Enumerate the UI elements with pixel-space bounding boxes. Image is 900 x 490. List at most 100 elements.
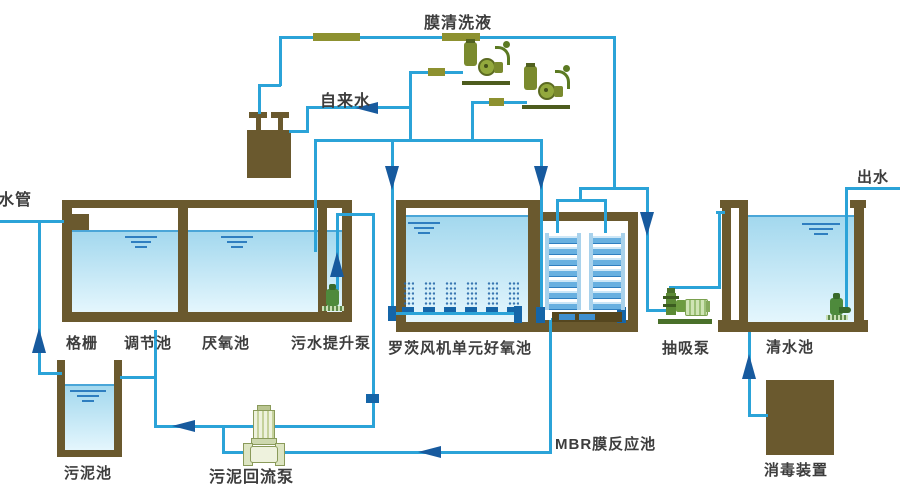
disinfection-outlet-h — [748, 414, 768, 417]
pipe-v-259 — [258, 84, 261, 114]
clearwater-pump-icon — [826, 293, 851, 323]
basin-right-wall — [342, 208, 352, 310]
aeration-header-pipe — [394, 312, 522, 315]
pipe-h-131 — [289, 130, 308, 133]
flow-arrow-supernatant — [32, 328, 46, 353]
flow-arrow-tapwater — [355, 102, 378, 114]
anaerobic-tank-water — [188, 230, 318, 312]
effluent-riser — [845, 187, 848, 310]
label-regulation-tank: 调节池 — [124, 335, 173, 352]
mbr-air-drop-pipe — [540, 139, 543, 314]
blower-pump-icon-2 — [522, 62, 570, 109]
label-sludge-tank: 污泥池 — [64, 465, 113, 482]
aeration-post-left — [388, 306, 396, 321]
label-tap-water: 自来水 — [320, 93, 372, 110]
clearwater-inlet-riser — [718, 211, 721, 289]
aeration-post-right — [514, 306, 522, 323]
label-anaerobic-tank: 厌氧池 — [202, 335, 251, 352]
label-outlet: 出水 — [857, 169, 890, 186]
label-clear-water-tank: 清水池 — [766, 339, 815, 356]
sludge-return-pump-icon — [243, 405, 285, 466]
valve-icon-header-2 — [442, 33, 480, 41]
aerobic-mbr-divider — [528, 208, 540, 320]
aerobic-top-rim — [396, 200, 543, 208]
suction-line-v-648 — [646, 187, 649, 312]
grid-bar-icon — [72, 214, 89, 230]
distribution-header-pipe — [314, 139, 540, 142]
supernatant-return-v-39 — [38, 220, 41, 374]
pipe-v-472 — [471, 101, 474, 142]
clearwater-floor — [718, 320, 868, 332]
label-sewage-lift-pump: 污水提升泵 — [291, 335, 372, 352]
label-membrane-cleaning: 膜清洗液 — [424, 15, 493, 32]
flow-arrow-return-lower — [418, 446, 441, 458]
return-pump-drop — [222, 425, 225, 454]
label-suction-pump: 抽吸泵 — [662, 340, 711, 357]
valve-icon-blower2 — [489, 98, 504, 106]
mbr-bottom-seg-2 — [579, 314, 595, 320]
ripple-icon — [221, 236, 253, 248]
label-disinfection-device: 消毒装置 — [764, 462, 829, 479]
ripple-icon — [802, 223, 840, 235]
mbr-drain-v-551 — [549, 320, 552, 454]
supernatant-return-h-373 — [38, 372, 62, 375]
clearwater-inlet-stub — [716, 211, 725, 214]
lift-riser — [336, 213, 339, 290]
influent-pipe — [0, 220, 64, 223]
liftwell-drain-v-373 — [372, 216, 375, 428]
basin-divider-1 — [178, 208, 188, 310]
valve-icon-header-1 — [313, 33, 360, 41]
suction-pump-icon — [658, 288, 712, 326]
regulation-tank-water — [72, 230, 178, 312]
clearwater-top-cap-left — [720, 200, 748, 208]
bubble-diffuser-icon — [424, 281, 435, 308]
dosing-valve-stem-left — [256, 116, 261, 131]
flow-arrow-mbr-feed — [534, 166, 548, 190]
aerobic-air-drop-pipe — [391, 139, 394, 314]
pipe-v-410 — [409, 71, 412, 142]
label-water-pipe: 水管 — [0, 192, 33, 209]
dosing-valve-bar-left — [249, 112, 267, 118]
diffuser-base — [444, 307, 456, 312]
pipe-v-307 — [306, 106, 309, 133]
sludge-tank-floor — [57, 448, 122, 457]
ripple-icon — [408, 222, 440, 234]
dosing-tank — [247, 130, 291, 178]
mbr-bottom-seg-1 — [559, 314, 575, 320]
diffuser-base — [423, 307, 435, 312]
bubble-diffuser-icon — [508, 281, 519, 308]
sludge-inlet-h-377 — [120, 376, 157, 379]
bubble-diffuser-icon — [466, 281, 477, 308]
module1-riser — [556, 199, 559, 234]
ripple-icon — [70, 390, 106, 402]
lift-discharge-h-214 — [337, 213, 375, 216]
pipe-v-280 — [279, 36, 282, 86]
clearwater-top-cap-right — [850, 200, 866, 208]
diffuser-base — [402, 307, 414, 312]
basin-divider-2 — [318, 208, 327, 310]
suction-line-h-310 — [646, 309, 670, 312]
basin-top-rim — [62, 200, 352, 208]
effluent-pipe — [845, 187, 900, 190]
aerobic-left-wall — [396, 208, 406, 320]
anaerobic-feed-pipe — [314, 139, 317, 252]
clearwater-outer-left-wall — [722, 208, 731, 320]
valve-icon-blower1 — [428, 68, 445, 76]
membrane-header-a — [579, 187, 649, 190]
flow-arrow-suction — [640, 212, 654, 236]
label-sludge-return-pump: 污泥回流泵 — [209, 469, 295, 486]
mbr-top-wall — [540, 212, 628, 221]
pipe-v-580 — [579, 187, 582, 202]
clearwater-inner-baffle — [739, 208, 748, 320]
clearwater-right-wall — [854, 208, 864, 320]
flow-arrow-lift-riser — [330, 252, 344, 277]
flow-arrow-disinfection — [742, 354, 756, 379]
sludge-tank-left-wall — [57, 360, 65, 456]
label-grid: 格栅 — [66, 335, 99, 352]
bubble-diffuser-icon — [445, 281, 456, 308]
membrane-module-icon-2 — [589, 233, 625, 310]
pipe-h-85 — [259, 84, 281, 87]
blower-pump-icon-1 — [462, 38, 510, 85]
sewage-lift-pump-icon — [322, 284, 344, 314]
